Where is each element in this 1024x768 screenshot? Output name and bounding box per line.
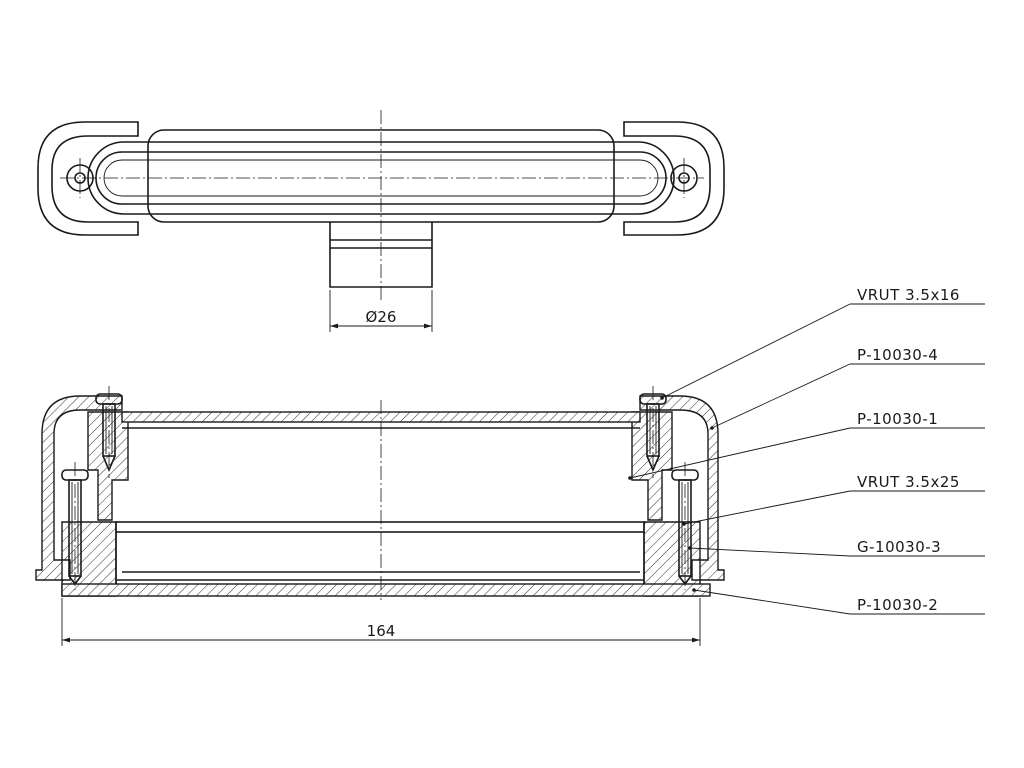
width-dimension-text: 164 [367,622,396,640]
top-view: Ø26 [37,110,725,332]
section-gasket [115,521,645,533]
diameter-dimension-text: Ø26 [366,308,397,326]
section-left-cover [35,395,123,581]
section-right-cover [639,395,725,581]
callout-screw-long: VRUT 3.5x25 [857,473,960,491]
section-view: 164 [35,386,725,646]
section-base-plate [61,583,711,597]
top-left-bracket [37,121,139,236]
callout-cover: P-10030-4 [857,346,938,364]
callout-screw-short: VRUT 3.5x16 [857,286,960,304]
callout-base: P-10030-2 [857,596,938,614]
callout-gasket: G-10030-3 [857,538,941,556]
callouts: VRUT 3.5x16 P-10030-4 P-10030-1 VRUT 3.5… [628,286,985,615]
top-right-bracket [623,121,725,236]
callout-body: P-10030-1 [857,410,938,428]
